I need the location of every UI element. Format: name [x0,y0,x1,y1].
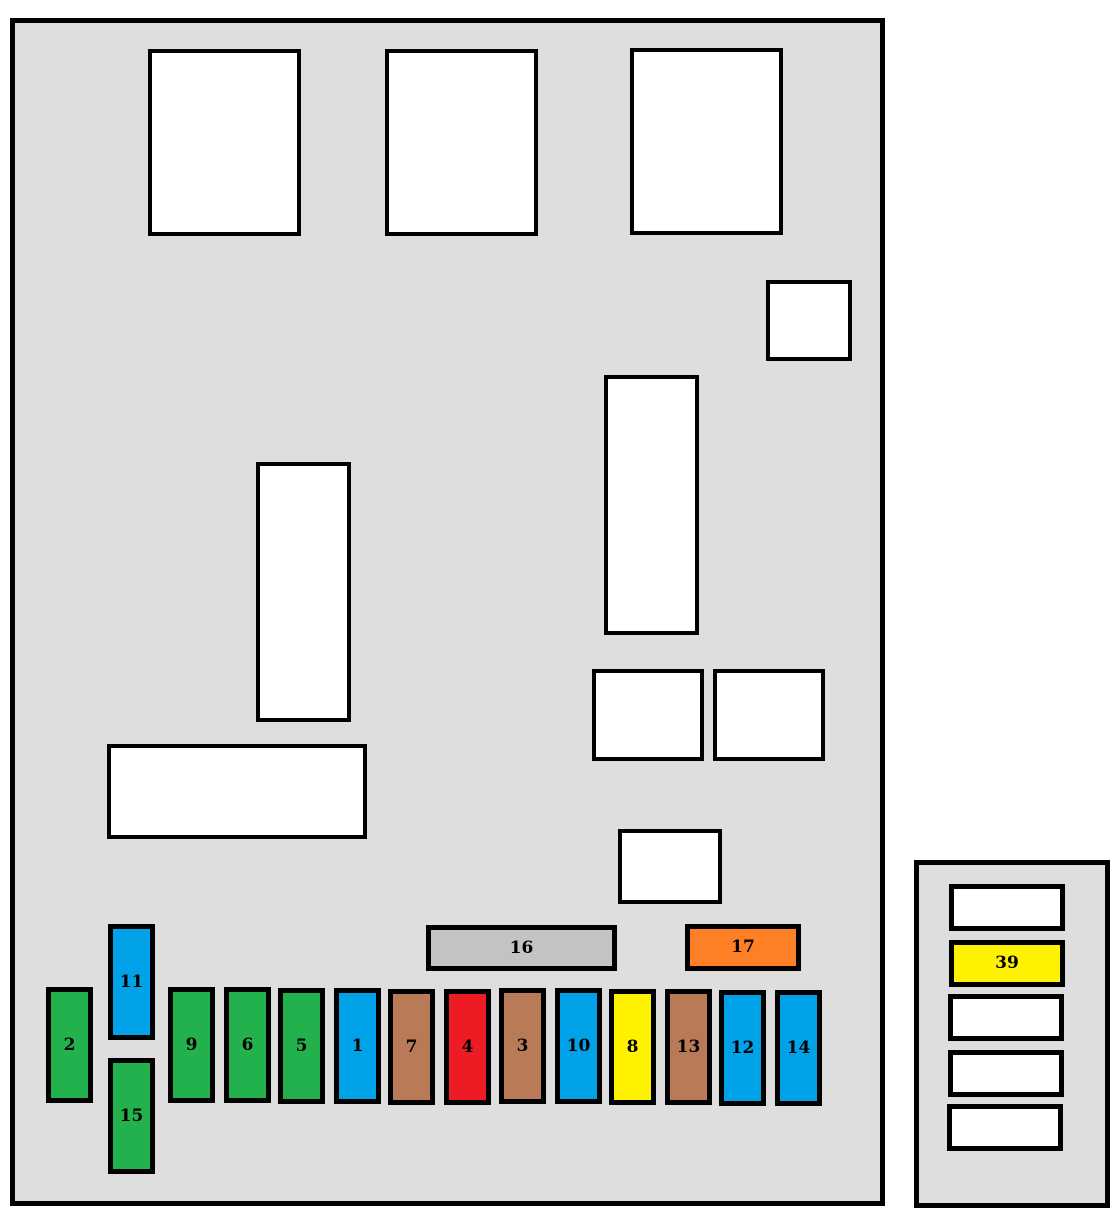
relay-slot-top-3 [630,48,783,235]
relay-slot-top-2 [385,49,538,236]
fuse-14[interactable]: 14 [775,990,822,1106]
fuse-13[interactable]: 13 [665,989,712,1105]
fuse-label: 12 [730,1037,755,1058]
fuse-label: 13 [676,1036,701,1057]
fuse-label: 17 [731,937,755,957]
relay-slot-top-1 [148,49,301,236]
fuse-label: 1 [351,1035,364,1056]
fuse-11[interactable]: 11 [108,924,155,1040]
fuse-label: 10 [566,1035,591,1056]
fuse-label: 6 [241,1034,254,1055]
fuse-17[interactable]: 17 [685,924,801,971]
fuse-9[interactable]: 9 [168,987,215,1103]
fuse-label: 14 [786,1037,811,1058]
fuse-10[interactable]: 10 [555,988,602,1104]
fuse-label: 15 [119,1105,144,1126]
fuse-8[interactable]: 8 [609,989,656,1105]
fuse-3[interactable]: 3 [499,988,546,1104]
fuse-label: 11 [119,971,144,992]
aux-fuse-slot-4[interactable] [948,1050,1064,1097]
relay-slot-lower [618,829,722,904]
fuse-16[interactable]: 16 [426,925,617,971]
fuse-label: 39 [995,953,1019,973]
fuse-label: 5 [295,1035,308,1056]
fuse-12[interactable]: 12 [719,990,766,1106]
relay-slot-small [766,280,852,361]
fuse-label: 7 [405,1036,418,1057]
fuse-1[interactable]: 1 [334,988,381,1104]
aux-fuse-slot-1[interactable] [949,884,1065,931]
fuse-label: 9 [185,1034,198,1055]
fuse-label: 3 [516,1035,529,1056]
relay-slot-tall-right [604,375,699,635]
fuse-4[interactable]: 4 [444,989,491,1105]
fuse-label: 16 [509,937,534,958]
relay-slot-tall-left [256,462,351,722]
fuse-7[interactable]: 7 [388,989,435,1105]
fuse-39[interactable]: 39 [949,940,1065,987]
fuse-2[interactable]: 2 [46,987,93,1103]
fuse-label: 8 [626,1036,639,1057]
aux-fuse-slot-5[interactable] [947,1104,1063,1151]
fuse-15[interactable]: 15 [108,1058,155,1174]
fuse-5[interactable]: 5 [278,988,325,1104]
relay-slot-mid-2 [713,669,825,761]
aux-fuse-slot-3[interactable] [948,994,1064,1041]
fuse-label: 4 [461,1036,474,1057]
fuse-6[interactable]: 6 [224,987,271,1103]
relay-slot-wide [107,744,367,839]
relay-slot-mid-1 [592,669,704,761]
fuse-label: 2 [63,1034,76,1055]
